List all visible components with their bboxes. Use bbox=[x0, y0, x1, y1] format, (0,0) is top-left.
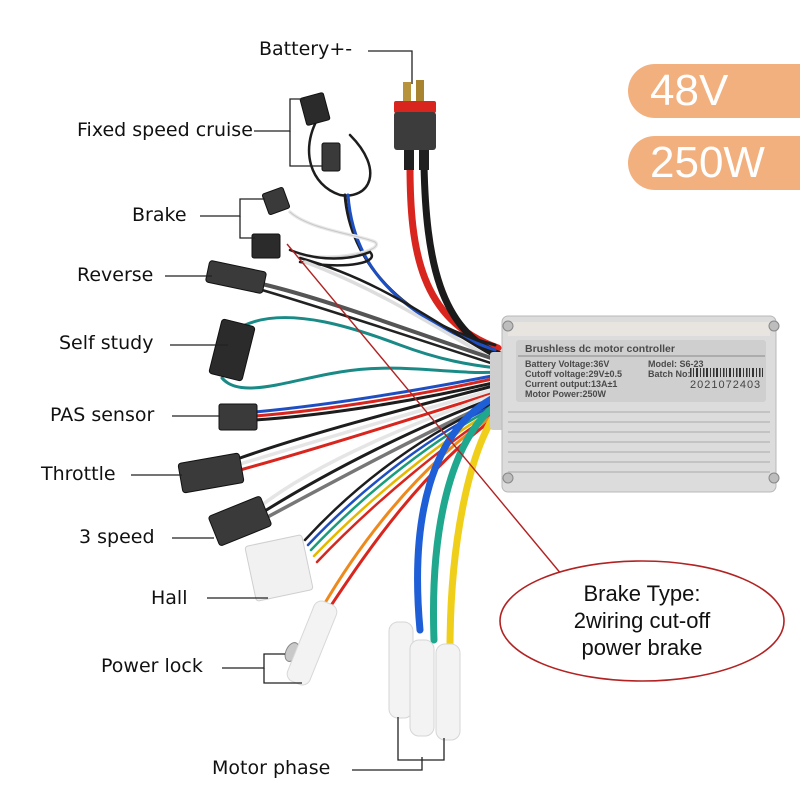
reverse-wire bbox=[260, 282, 499, 362]
self-study-connector bbox=[208, 318, 256, 382]
label-reverse: Reverse bbox=[77, 264, 154, 286]
barcode bbox=[690, 368, 763, 377]
label-battery: Battery+- bbox=[259, 38, 353, 60]
power-lock-connectors bbox=[284, 600, 338, 686]
label-brake: Brake bbox=[132, 204, 187, 226]
throttle-wire-black bbox=[238, 383, 499, 460]
cruise-loop-wire bbox=[307, 116, 372, 197]
throttle-connector bbox=[177, 452, 245, 494]
callout-line-3: power brake bbox=[581, 635, 703, 660]
label-fixed-speed-cruise: Fixed speed cruise bbox=[77, 119, 253, 141]
label-throttle: Throttle bbox=[41, 463, 116, 485]
brake-wire-black bbox=[288, 248, 374, 267]
power-lock-wire-orange bbox=[320, 411, 499, 610]
power-badge: 250W bbox=[628, 136, 800, 190]
controller-cutoff-voltage: Cutoff voltage:29V±0.5 bbox=[525, 369, 622, 379]
power-badge-text: 250W bbox=[650, 138, 765, 187]
controller-motor-power: Motor Power:250W bbox=[525, 389, 607, 399]
label-power-lock: Power lock bbox=[101, 655, 203, 677]
leader-lines bbox=[131, 50, 445, 771]
voltage-badge-text: 48V bbox=[650, 66, 729, 115]
label-self-study: Self study bbox=[59, 332, 154, 354]
controller-batch-label: Batch No: bbox=[648, 369, 691, 379]
callout-ellipse bbox=[499, 560, 785, 682]
wires bbox=[220, 116, 504, 654]
brake-connector-1 bbox=[261, 186, 291, 216]
callout-pointer-line bbox=[286, 243, 563, 576]
pas-wire-blue bbox=[253, 373, 499, 414]
three-speed-wire bbox=[256, 392, 499, 510]
pas-connector bbox=[218, 403, 258, 431]
connectors bbox=[177, 92, 341, 546]
label-motor-phase: Motor phase bbox=[212, 757, 331, 779]
cruise-connector-1 bbox=[299, 92, 331, 126]
controller-model: Model: S6-23 bbox=[648, 359, 704, 369]
label-pas-sensor: PAS sensor bbox=[50, 404, 155, 426]
controller-battery-voltage: Battery Voltage:36V bbox=[525, 359, 610, 369]
cruise-connector-2 bbox=[321, 142, 341, 172]
controller-box bbox=[490, 315, 780, 493]
motor-phase-connectors bbox=[388, 621, 461, 741]
controller-current-output: Current output:13A±1 bbox=[525, 379, 618, 389]
motor-phase-blue bbox=[414, 392, 501, 634]
hall-connector bbox=[244, 534, 314, 602]
callout-line-1: Brake Type: bbox=[583, 581, 701, 606]
motor-phase-yellow bbox=[446, 408, 501, 654]
controller-batch-number: 2021072403 bbox=[690, 379, 762, 391]
label-hall: Hall bbox=[151, 587, 188, 609]
controller-title: Brushless dc motor controller bbox=[525, 343, 675, 355]
reverse-connector bbox=[205, 260, 267, 294]
label-3-speed: 3 speed bbox=[79, 526, 155, 548]
motor-phase-green bbox=[430, 400, 501, 644]
callout-text: Brake Type: 2wiring cut-off power brake bbox=[522, 580, 762, 661]
three-speed-connector bbox=[208, 496, 272, 546]
brake-connector-2 bbox=[251, 233, 281, 259]
voltage-badge: 48V bbox=[628, 64, 800, 118]
self-study-wire bbox=[243, 316, 499, 370]
callout-line-2: 2wiring cut-off bbox=[573, 608, 711, 633]
battery-connector bbox=[394, 80, 436, 170]
